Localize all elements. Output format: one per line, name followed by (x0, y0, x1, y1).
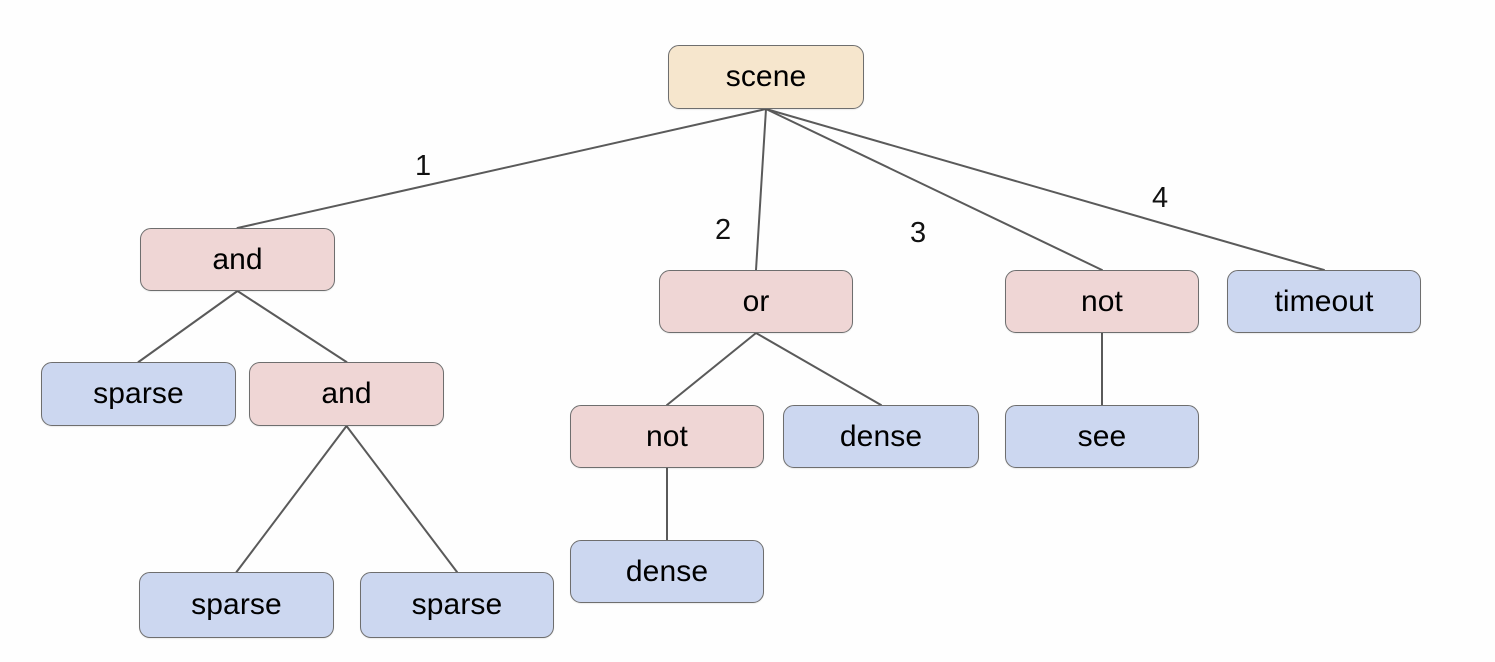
tree-node-label: and (321, 377, 372, 410)
tree-node-and2[interactable]: and (249, 362, 444, 426)
tree-edge-and1-to-and2 (236, 290, 348, 363)
tree-node-label: sparse (411, 588, 503, 621)
tree-node-scene[interactable]: scene (668, 45, 864, 109)
tree-edge-scene-to-not1 (765, 108, 1103, 271)
tree-node-dense2[interactable]: dense (570, 540, 764, 603)
tree-node-sparse1[interactable]: sparse (41, 362, 236, 426)
tree-edge-scene-to-or1 (755, 108, 767, 271)
tree-edge-or1-to-dense1 (755, 332, 882, 406)
tree-node-timeout1[interactable]: timeout (1227, 270, 1421, 333)
tree-node-label: sparse (93, 377, 184, 410)
tree-node-sparse3[interactable]: sparse (360, 572, 554, 638)
edge-label-scene-to-or1: 2 (715, 214, 732, 246)
tree-node-label: sparse (191, 588, 282, 621)
tree-node-and1[interactable]: and (140, 228, 335, 291)
tree-edge-and2-to-sparse3 (345, 425, 458, 573)
tree-node-label: and (212, 242, 263, 276)
tree-edge-and1-to-sparse1 (137, 290, 239, 363)
tree-node-label: timeout (1274, 284, 1374, 318)
tree-node-not1[interactable]: not (1005, 270, 1199, 333)
tree-edge-and2-to-sparse2 (235, 425, 348, 573)
tree-node-or1[interactable]: or (659, 270, 853, 333)
tree-node-label: or (742, 284, 770, 318)
tree-node-label: see (1077, 419, 1127, 453)
tree-node-label: not (645, 419, 688, 453)
tree-node-see1[interactable]: see (1005, 405, 1199, 468)
edge-label-scene-to-and1: 1 (415, 150, 432, 182)
tree-node-dense1[interactable]: dense (783, 405, 979, 468)
tree-node-label: dense (839, 419, 923, 453)
tree-edge-scene-to-timeout1 (765, 108, 1325, 271)
tree-node-label: not (1080, 284, 1123, 318)
tree-node-not2[interactable]: not (570, 405, 764, 468)
tree-edge-scene-to-and1 (236, 108, 767, 229)
tree-node-label: dense (625, 554, 709, 588)
tree-node-label: scene (725, 60, 807, 93)
tree-edge-or1-to-not2 (666, 332, 757, 406)
tree-node-sparse2[interactable]: sparse (139, 572, 334, 638)
edge-label-scene-to-not1: 3 (910, 217, 927, 249)
edge-label-scene-to-timeout1: 4 (1152, 182, 1169, 214)
